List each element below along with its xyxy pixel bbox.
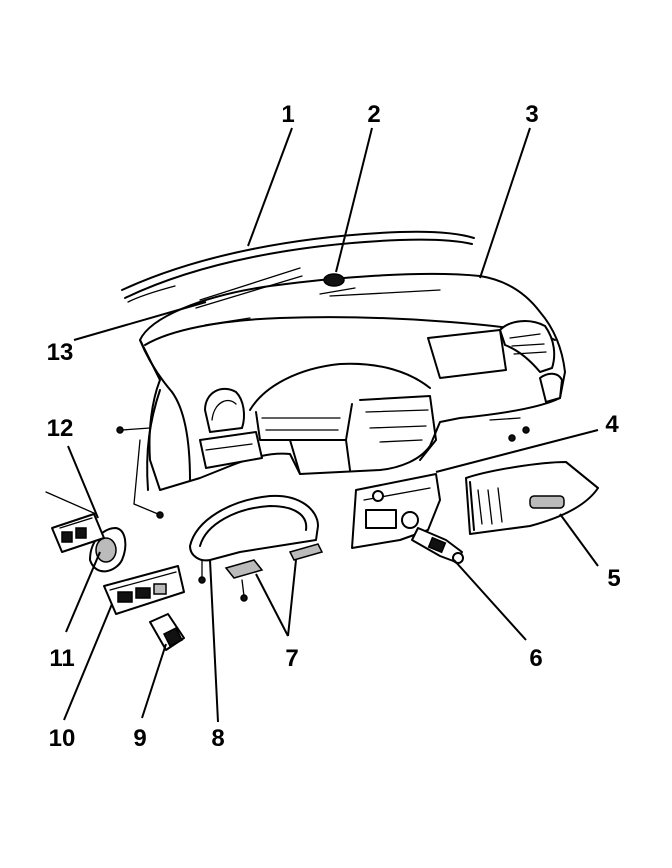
leader-7a [255,573,289,637]
leader-3 [479,127,531,279]
leader-lines [63,127,599,723]
leader-10 [63,603,113,721]
callout-3: 3 [525,101,538,128]
callout-9: 9 [133,725,146,752]
part-cluster-bezel [189,494,319,584]
callout-4: 4 [605,411,619,438]
leader-13 [73,301,207,341]
callout-12: 12 [47,415,74,442]
callout-13: 13 [47,339,74,366]
callout-6: 6 [529,645,542,672]
leader-2 [335,127,373,273]
callout-labels: 1 2 3 4 5 6 7 8 9 10 11 12 13 [47,101,621,752]
leader-8 [209,559,219,723]
part-lower-switch-bezel [103,565,185,615]
callout-11: 11 [49,645,74,672]
part-switch [149,613,185,651]
callout-7: 7 [285,645,298,672]
part-ignition-lock-cylinder [411,527,464,564]
part-glove-box [465,461,599,535]
part-switch-housing [45,491,105,553]
leader-9 [141,643,167,719]
leader-4 [435,429,599,473]
callout-2: 2 [367,101,380,128]
callout-1: 1 [281,101,294,128]
leader-7b [287,559,297,637]
part-cluster-brackets [224,543,324,602]
leader-6 [453,559,527,641]
leader-1 [247,127,293,247]
leader-12 [67,445,99,519]
part-instrument-panel-carrier [139,267,566,491]
part-defroster-grille-strip [121,230,475,303]
part-side-support [116,426,164,519]
leader-11 [65,551,101,633]
callout-5: 5 [607,565,620,592]
leader-5 [559,513,599,567]
callout-10: 10 [49,725,76,752]
callout-8: 8 [211,725,224,752]
